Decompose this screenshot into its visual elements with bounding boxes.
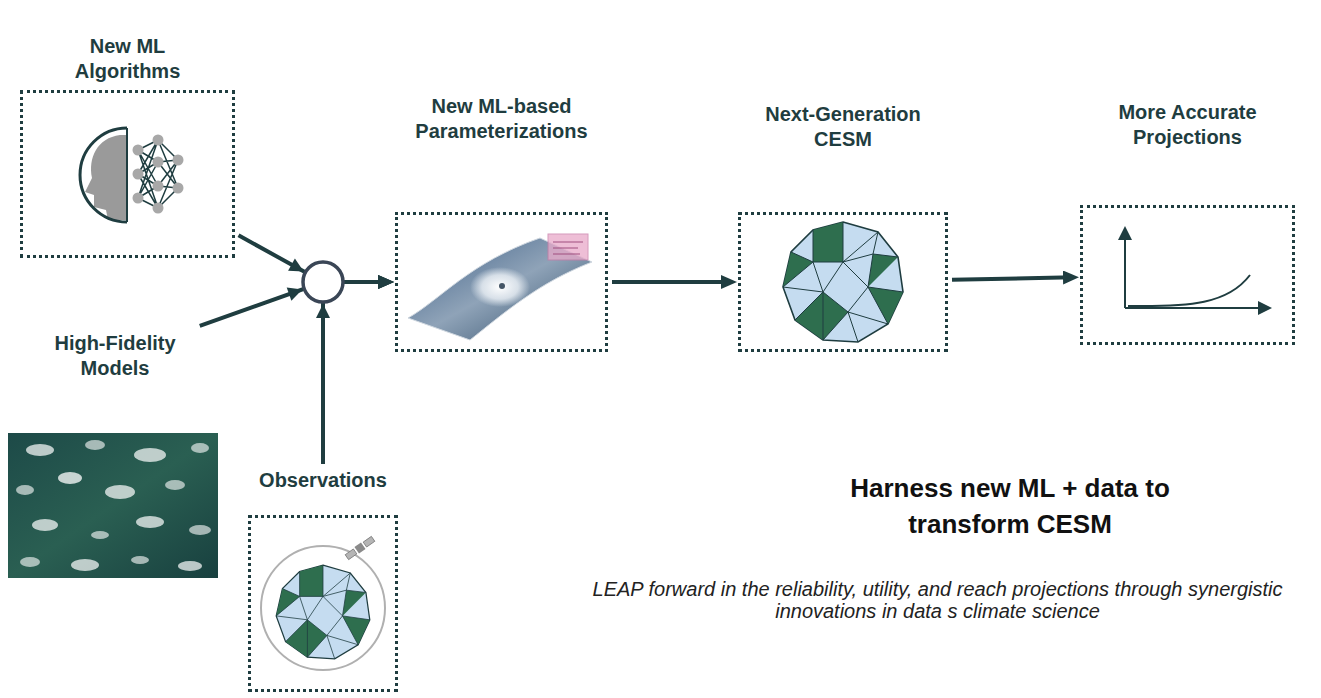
illustration-part (189, 525, 211, 535)
dotted-frame (738, 212, 948, 352)
illustration-part (85, 440, 105, 450)
illustration-part (153, 181, 164, 192)
illustration-part (136, 516, 164, 528)
illustration-part (165, 480, 185, 490)
illustration-part (153, 157, 164, 168)
junction-arrowhead (287, 288, 303, 301)
illustration-part (133, 169, 144, 180)
junction-circle (303, 262, 343, 302)
neural-net-icon (80, 128, 183, 222)
node-heading: New ML Algorithms (53, 34, 203, 84)
illustration-part (71, 559, 99, 571)
projection-chart-icon (1118, 226, 1272, 315)
node-heading: High-Fidelity Models (40, 331, 190, 381)
node-heading: More Accurate Projections (1098, 100, 1278, 150)
input-box: Observations (248, 468, 398, 692)
flow-arrow (952, 277, 1073, 279)
satellite-symbol (345, 536, 376, 561)
cesm-globe-icon (783, 222, 903, 342)
illustration-part (470, 267, 530, 307)
flow-arrow (612, 280, 731, 284)
illustration-part (16, 485, 34, 495)
illustration-part (276, 565, 370, 659)
junction-arrowhead (316, 304, 330, 318)
dotted-frame (20, 90, 235, 258)
illustration-part (363, 536, 375, 547)
illustration-part (26, 444, 54, 456)
illustration-part (548, 234, 588, 260)
flow-arrow (323, 282, 388, 464)
illustration-part (261, 546, 385, 670)
illustration-part (1258, 301, 1272, 315)
illustration-part (133, 193, 144, 204)
node-heading: Next-Generation CESM (753, 102, 933, 152)
process-box: New ML-based Parameterizations (395, 94, 608, 352)
illustration-part (58, 472, 82, 484)
headline-label: Harness new ML + data to transform CESM (810, 470, 1210, 542)
illustration-part (32, 519, 58, 531)
illustration-part (153, 135, 164, 146)
illustration-part (8, 433, 218, 578)
illustration-part (1118, 226, 1132, 240)
illustration-part (91, 531, 109, 539)
dotted-frame (395, 212, 608, 352)
illustration-part (345, 549, 357, 560)
illustration-part (178, 561, 202, 571)
hurricane-image (408, 234, 592, 340)
input-label: High-Fidelity Models (34, 325, 196, 387)
illustration-part (553, 242, 583, 254)
illustration-part (153, 203, 164, 214)
illustration-part (191, 443, 209, 453)
illustration-part (173, 183, 184, 194)
dotted-frame (1080, 205, 1295, 345)
junction-arrowhead (288, 259, 304, 272)
node-heading: Observations (248, 468, 398, 493)
flow-arrow (200, 282, 388, 326)
illustration-part (1125, 307, 1260, 309)
illustration-part (354, 542, 365, 553)
illustration-part (134, 448, 166, 462)
illustration-part (20, 557, 40, 567)
illustration-part (173, 155, 184, 166)
illustration-part (133, 145, 144, 156)
illustration-part (80, 128, 127, 222)
illustration-part (131, 556, 149, 564)
observation-globe-icon (261, 536, 385, 670)
illustration-part (1128, 275, 1250, 306)
illustration-part (105, 485, 135, 499)
satellite-photo (8, 433, 218, 578)
illustration-part (138, 140, 178, 208)
model-box: Next-Generation CESM (738, 102, 948, 352)
illustration-part (1124, 238, 1126, 308)
tagline-label: LEAP forward in the reliability, utility… (560, 578, 1315, 622)
dotted-frame (248, 515, 398, 692)
illustration-part (499, 283, 505, 289)
illustration-part (126, 128, 128, 222)
node-heading: New ML-based Parameterizations (402, 94, 602, 144)
input-box: New ML Algorithms (20, 34, 235, 258)
output-box: More Accurate Projections (1080, 100, 1295, 345)
